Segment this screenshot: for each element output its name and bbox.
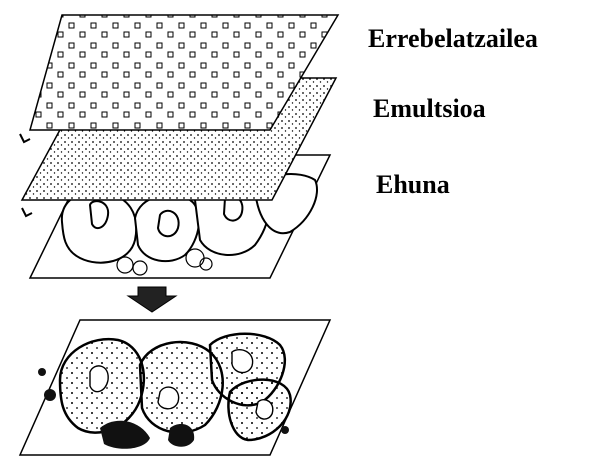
developer-label: Errebelatzailea — [368, 26, 538, 52]
result-panel — [20, 320, 330, 455]
emulsion-label: Emultsioa — [373, 96, 486, 122]
layer-hook-marks — [20, 134, 32, 216]
down-arrow-icon — [128, 287, 176, 312]
tissue-label: Ehuna — [376, 172, 450, 198]
